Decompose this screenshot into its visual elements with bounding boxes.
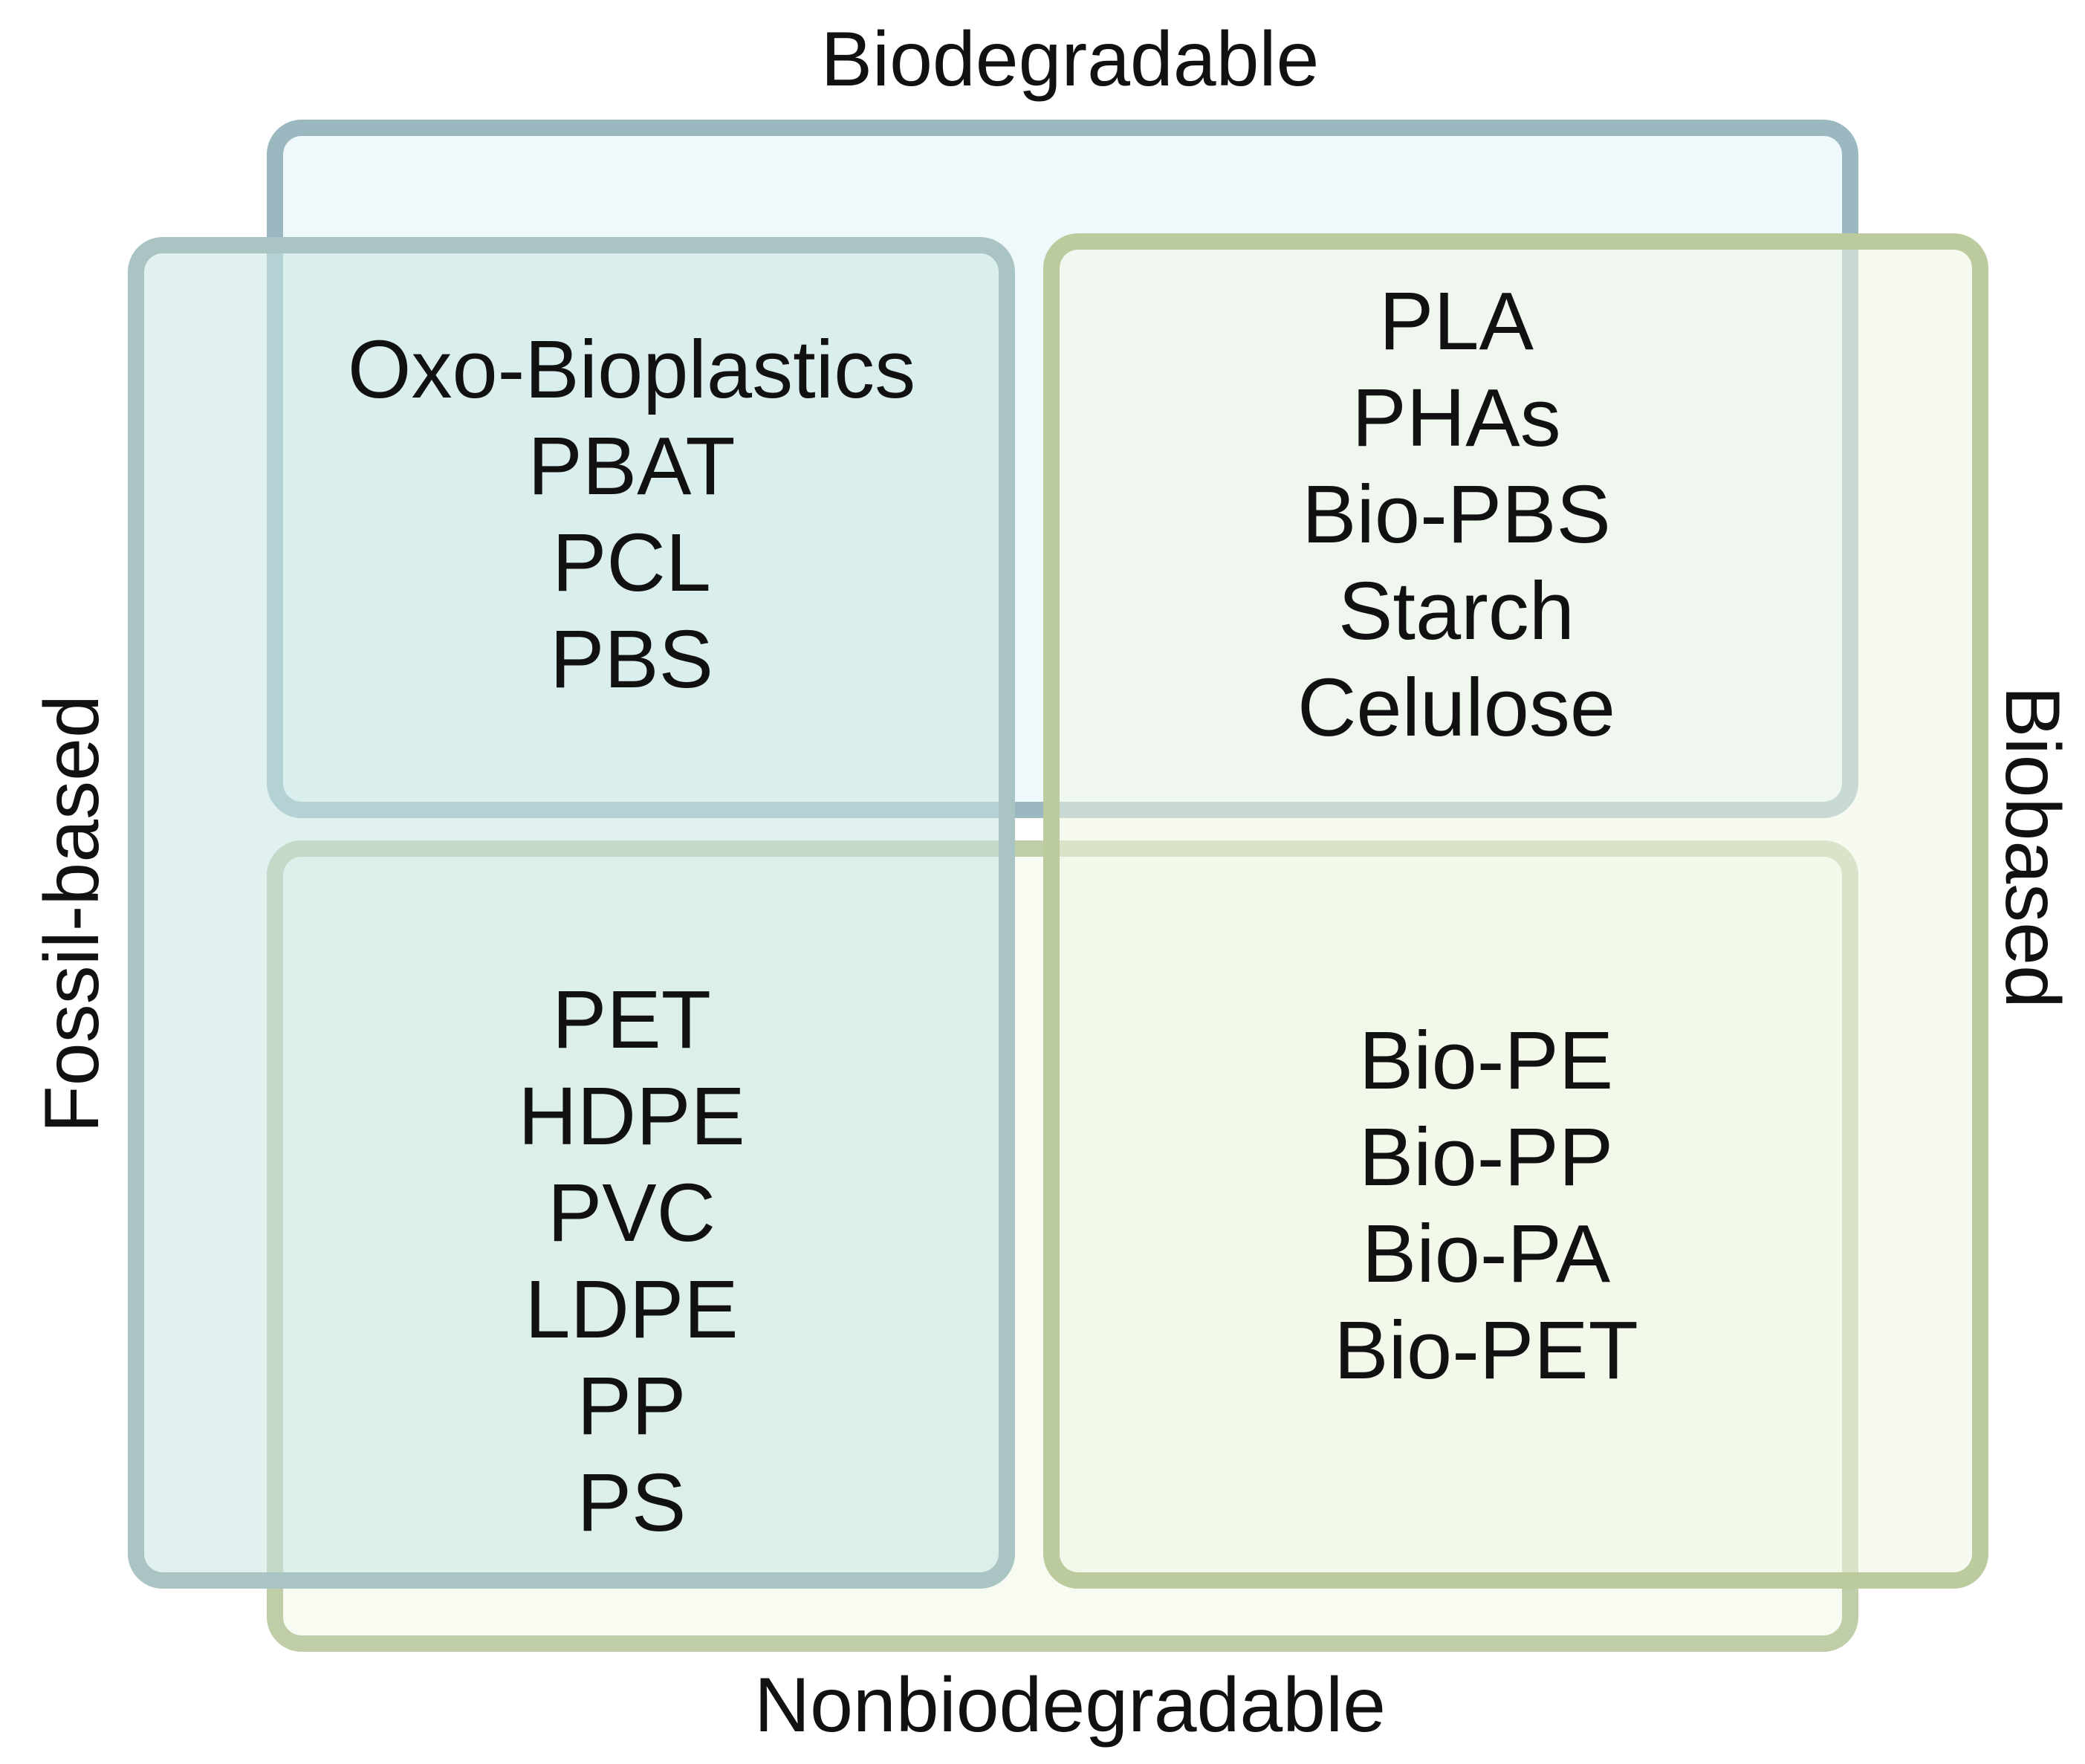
biodegradable-label: Biodegradable (821, 16, 1320, 103)
quadrant-item: Bio-PBS (1302, 469, 1611, 560)
quadrant-item: Bio-PE (1359, 1015, 1613, 1106)
quadrant-item: PP (577, 1361, 687, 1452)
quadrant-item: LDPE (525, 1264, 738, 1355)
quadrant-item: Celulose (1297, 662, 1615, 753)
quadrant-bio-nonbiodegradable: Bio-PE Bio-PP Bio-PA Bio-PET (1334, 1015, 1638, 1396)
quadrant-item: PS (577, 1457, 687, 1549)
quadrant-item: PBAT (528, 421, 735, 512)
quadrant-item: PET (552, 974, 711, 1066)
quadrant-item: HDPE (518, 1071, 745, 1162)
fossil-based-region (128, 237, 1015, 1589)
fossil-based-label: Fossil-based (29, 695, 115, 1133)
quadrant-item: Bio-PET (1334, 1305, 1638, 1396)
quadrant-item: Starch (1338, 565, 1575, 657)
quadrant-item: Oxo-Bioplastics (348, 324, 915, 415)
quadrant-item: PHAs (1352, 372, 1560, 464)
quadrant-bio-biodegradable: PLA PHAs Bio-PBS Starch Celulose (1297, 276, 1615, 753)
quadrant-fossil-biodegradable: Oxo-Bioplastics PBAT PCL PBS (348, 324, 915, 705)
biobased-region (1043, 233, 1988, 1589)
quadrant-fossil-nonbiodegradable: PET HDPE PVC LDPE PP PS (518, 974, 745, 1549)
quadrant-item: PBS (550, 614, 713, 705)
nonbiodegradable-label: Nonbiodegradable (754, 1662, 1386, 1748)
quadrant-item: PLA (1379, 276, 1534, 367)
quadrant-item: PCL (552, 517, 711, 609)
biobased-label: Biobased (1989, 686, 2075, 1008)
quadrant-item: PVC (548, 1167, 716, 1259)
quadrant-item: Bio-PA (1362, 1208, 1611, 1300)
quadrant-item: Bio-PP (1359, 1112, 1613, 1203)
